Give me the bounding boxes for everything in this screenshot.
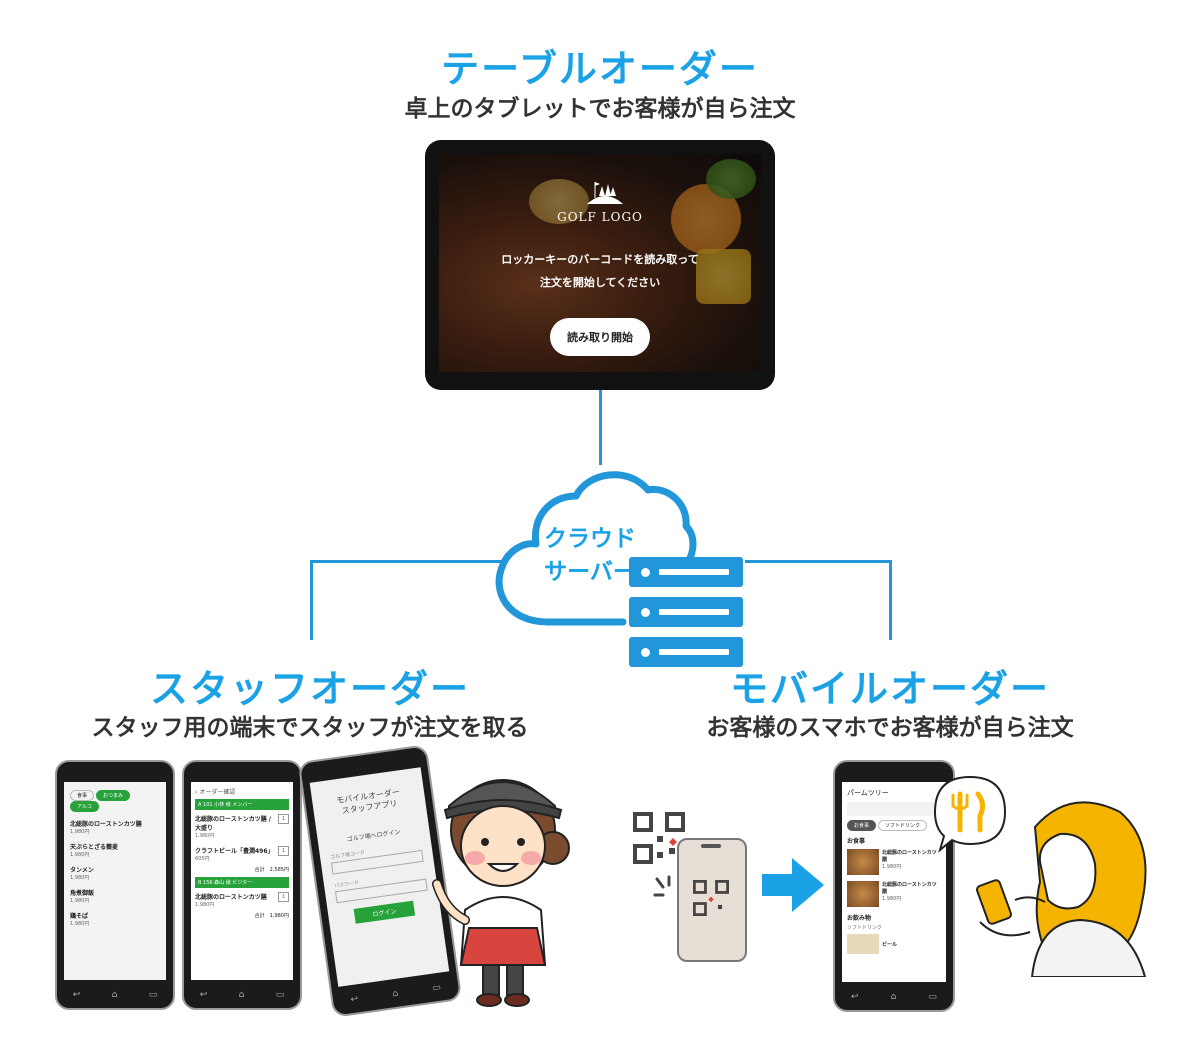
tab-meal[interactable]: 食事: [70, 790, 95, 801]
mobile-menu-item[interactable]: ビール: [847, 934, 941, 954]
golf-logo-icon: [587, 182, 623, 204]
order-group-header: B 156 森山 様 ビジター: [195, 877, 289, 888]
connector-right-horizontal: [745, 560, 892, 563]
connector-right-vertical: [889, 560, 892, 640]
start-scan-button[interactable]: 読み取り開始: [550, 318, 650, 356]
food-corn: [696, 249, 751, 304]
connector-left-horizontal: [310, 560, 510, 563]
home-icon: ⌂: [890, 992, 897, 1002]
section-drinks: お飲み物: [847, 915, 872, 922]
recent-icon: ▭: [148, 990, 158, 1000]
golf-logo-text: GOLF LOGO: [557, 210, 643, 224]
item-photo: [847, 881, 879, 907]
home-icon: ⌂: [238, 990, 245, 1000]
connector-tablet-cloud: [599, 390, 602, 465]
tab-soft-drinks[interactable]: ソフトドリンク: [878, 820, 928, 831]
home-icon: ⌂: [111, 990, 118, 1000]
food-potato: [529, 179, 589, 224]
scan-spark-icon: [653, 875, 671, 897]
staff-person-illustration: [432, 779, 570, 1007]
table-order-subtitle: 卓上のタブレットでお客様が自ら注文: [404, 96, 796, 122]
recent-icon: ▭: [275, 990, 285, 1000]
customer-person-illustration: [933, 775, 1147, 977]
server-unit-1: [629, 557, 743, 587]
server-unit-3: [629, 637, 743, 667]
order-total: 合計 1,980円: [254, 913, 289, 919]
cloud-label: クラウド サーバー: [530, 523, 650, 589]
item-photo: [847, 934, 879, 954]
connector-left-vertical: [310, 560, 313, 640]
recent-icon: ▭: [928, 992, 937, 1002]
order-total: 合計 2,585円: [254, 867, 289, 873]
back-icon: ↩: [349, 994, 359, 1006]
shop-description: [847, 802, 941, 816]
mobile-order-title: モバイルオーダー: [729, 667, 1050, 711]
tab-alcohol[interactable]: アルコ: [70, 801, 99, 812]
home-icon: ⌂: [391, 988, 399, 1000]
qr-code-icon: [633, 812, 685, 864]
staff-order-title: スタッフオーダー: [149, 667, 470, 711]
tab-food[interactable]: お食事: [847, 820, 877, 831]
back-icon: ↩: [72, 990, 81, 1000]
order-confirm-header: ‹ オーダー確認: [195, 789, 236, 796]
mobile-order-subtitle: お客様のスマホでお客様が自ら注文: [706, 715, 1074, 741]
cloud-label-line2: サーバー: [544, 559, 636, 585]
cloud-label-line1: クラウド: [544, 526, 636, 552]
back-icon: ↩: [851, 992, 859, 1002]
phone-nav-bar: ↩ ⌂ ▭: [835, 992, 953, 1002]
subsection-soft-drinks: ソフトドリンク: [847, 925, 883, 931]
food-broccoli: [706, 159, 756, 199]
tablet-screen: GOLF LOGO ロッカーキーのバーコードを読み取って 注文を開始してください…: [439, 154, 761, 372]
tablet-message-line1: ロッカーキーのバーコードを読み取って: [501, 253, 699, 266]
customer-phone-qr: [677, 838, 747, 962]
arrow-right-icon: [762, 858, 824, 912]
back-chevron-icon[interactable]: ‹: [195, 789, 200, 796]
back-icon: ↩: [199, 990, 208, 1000]
login-button[interactable]: ログイン: [353, 900, 416, 924]
phone-nav-bar: ↩ ⌂ ▭: [184, 990, 300, 1000]
item-photo: [847, 849, 879, 875]
fork-knife-icon: [951, 791, 986, 833]
tab-snacks[interactable]: おつまみ: [96, 790, 131, 801]
section-food: お食事: [847, 838, 866, 845]
staff-order-subtitle: スタッフ用の端末でスタッフが注文を取る: [91, 715, 529, 741]
phone-nav-bar: ↩ ⌂ ▭: [57, 990, 173, 1000]
qr-code-icon: [693, 880, 729, 916]
tablet-message-line2: 注文を開始してください: [539, 276, 661, 289]
shop-name: パームツリー: [847, 789, 889, 797]
server-unit-2: [629, 597, 743, 627]
cloud-icon: [495, 471, 697, 626]
table-order-title: テーブルオーダー: [441, 47, 759, 91]
order-group-header: A 101 小林 様 メンバー: [195, 799, 289, 810]
menu-tabs: 食事おつまみアルコ: [70, 790, 160, 812]
mobile-menu-tabs: お食事ソフトドリンク: [847, 820, 941, 831]
tablet-device: GOLF LOGO ロッカーキーのバーコードを読み取って 注文を開始してください…: [425, 140, 775, 390]
